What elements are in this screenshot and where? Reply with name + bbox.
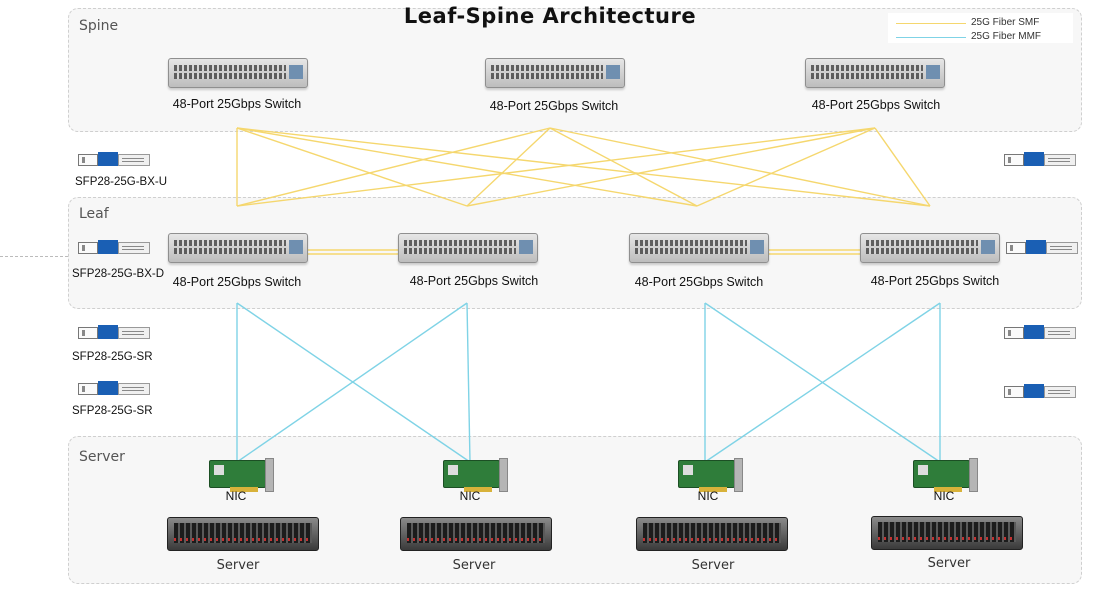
leaf-switch-3: [629, 233, 769, 263]
mmf-link: [704, 302, 941, 463]
leaf-switch-4-label: 48-Port 25Gbps Switch: [870, 274, 1000, 288]
nic-card-3: [678, 458, 743, 492]
spine-switch-1-label: 48-Port 25Gbps Switch: [172, 97, 302, 111]
nic-card-2: [443, 458, 508, 492]
legend-label-mmf: 25G Fiber MMF: [971, 31, 1042, 42]
server-label-4: Server: [927, 556, 971, 571]
smf-link: [236, 127, 468, 207]
server-label-2: Server: [452, 558, 496, 573]
smf-link: [874, 127, 931, 207]
sfp-label-bx-u: SFP28-25G-BX-U: [75, 176, 168, 188]
leaf-switch-3-label: 48-Port 25Gbps Switch: [634, 275, 764, 289]
nic-card-4: [913, 458, 978, 492]
sfp-module-sr-left-1: [78, 325, 150, 339]
spine-switch-3: [805, 58, 945, 88]
leaf-extension-line: [0, 256, 68, 257]
smf-link: [236, 127, 931, 207]
spine-switch-2-label: 48-Port 25Gbps Switch: [489, 99, 619, 113]
sfp-module-bx-u-right: [1004, 152, 1076, 166]
spine-switch-3-label: 48-Port 25Gbps Switch: [811, 98, 941, 112]
leaf-switch-1-label: 48-Port 25Gbps Switch: [172, 275, 302, 289]
spine-switch-1: [168, 58, 308, 88]
mmf-link: [466, 302, 471, 463]
server-layer-label: Server: [79, 449, 125, 465]
spine-switch-2: [485, 58, 625, 88]
smf-link: [236, 127, 876, 207]
server-unit-3: [636, 517, 788, 551]
legend-label-smf: 25G Fiber SMF: [971, 17, 1040, 28]
diagram-title: Leaf-Spine Architecture: [403, 4, 697, 28]
sfp-label-sr-2: SFP28-25G-SR: [72, 405, 153, 417]
server-label-1: Server: [216, 558, 260, 573]
nic-label-4: NIC: [933, 489, 955, 503]
server-unit-2: [400, 517, 552, 551]
server-unit-4: [871, 516, 1023, 550]
smf-link: [466, 127, 551, 207]
nic-label-1: NIC: [225, 489, 247, 503]
smf-link: [466, 127, 876, 207]
sfp-module-sr-right-1: [1004, 325, 1076, 339]
sfp-label-bx-d: SFP28-25G-BX-D: [72, 268, 165, 280]
leaf-switch-2-label: 48-Port 25Gbps Switch: [409, 274, 539, 288]
smf-link: [236, 127, 551, 207]
nic-label-2: NIC: [459, 489, 481, 503]
sfp-module-bx-d-left: [78, 240, 150, 254]
smf-link: [549, 127, 931, 207]
nic-card-1: [209, 458, 274, 492]
leaf-switch-4: [860, 233, 1000, 263]
leaf-switch-2: [398, 233, 538, 263]
sfp-module-sr-right-2: [1004, 384, 1076, 398]
mmf-link: [236, 302, 471, 463]
smf-link: [236, 127, 698, 207]
legend: 25G Fiber SMF 25G Fiber MMF: [888, 13, 1073, 43]
spine-layer-label: Spine: [79, 18, 119, 34]
leaf-layer-label: Leaf: [79, 206, 109, 222]
sfp-module-bx-u-left: [78, 152, 150, 166]
legend-line-smf: [896, 23, 966, 24]
mmf-link: [236, 302, 468, 463]
smf-link: [696, 127, 876, 207]
sfp-module-bx-d-right: [1006, 240, 1078, 254]
nic-label-3: NIC: [697, 489, 719, 503]
legend-line-mmf: [896, 37, 966, 38]
server-unit-1: [167, 517, 319, 551]
server-label-3: Server: [691, 558, 735, 573]
sfp-label-sr-1: SFP28-25G-SR: [72, 351, 153, 363]
smf-link: [549, 127, 698, 207]
sfp-module-sr-left-2: [78, 381, 150, 395]
leaf-switch-1: [168, 233, 308, 263]
